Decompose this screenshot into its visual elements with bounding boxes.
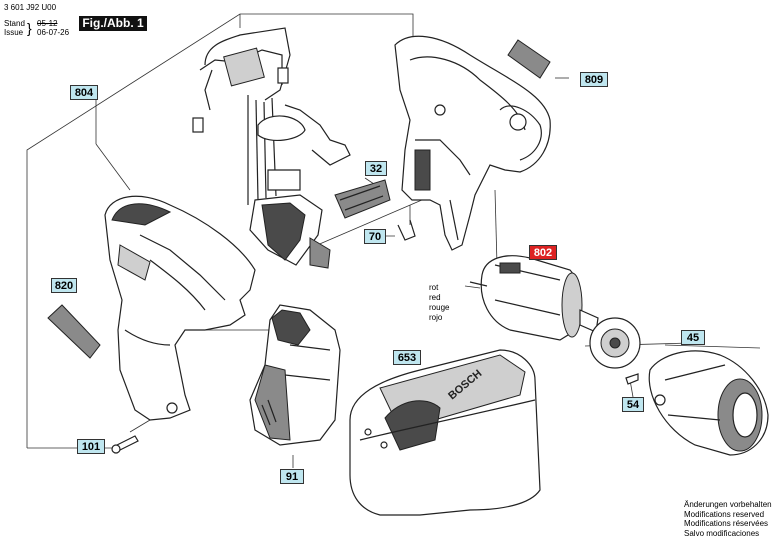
part-91-battery <box>250 305 340 445</box>
part-820-label-strip <box>48 305 100 358</box>
part-101-screw <box>112 436 138 453</box>
part-45-gearbox <box>649 351 768 455</box>
part-tag-70[interactable]: 70 <box>364 229 386 244</box>
part-tag-32[interactable]: 32 <box>365 161 387 176</box>
wire-color-label-es: rojo <box>429 313 442 323</box>
modifications-note-de: Änderungen vorbehalten <box>684 500 772 510</box>
gear-plate <box>590 318 640 384</box>
part-32-pad <box>335 180 390 218</box>
part-tag-91[interactable]: 91 <box>280 469 304 484</box>
part-tag-54[interactable]: 54 <box>622 397 644 412</box>
wire-color-label-en: red <box>429 293 441 303</box>
part-tag-809[interactable]: 809 <box>580 72 608 87</box>
part-653-charger <box>350 350 540 515</box>
part-802-motor <box>470 256 598 340</box>
part-tag-653[interactable]: 653 <box>393 350 421 365</box>
part-tag-802[interactable]: 802 <box>529 245 557 260</box>
modifications-note-en: Modifications reserved <box>684 510 764 520</box>
part-tag-804[interactable]: 804 <box>70 85 98 100</box>
part-tag-45[interactable]: 45 <box>681 330 705 345</box>
part-809-label <box>508 40 550 78</box>
wire-color-label-de: rot <box>429 283 438 293</box>
wire-color-label-fr: rouge <box>429 303 449 313</box>
housing-left-half <box>105 196 255 420</box>
part-70-clip <box>398 220 415 240</box>
part-tag-820[interactable]: 820 <box>51 278 77 293</box>
part-tag-101[interactable]: 101 <box>77 439 105 454</box>
modifications-note-fr: Modifications réservées <box>684 519 768 529</box>
